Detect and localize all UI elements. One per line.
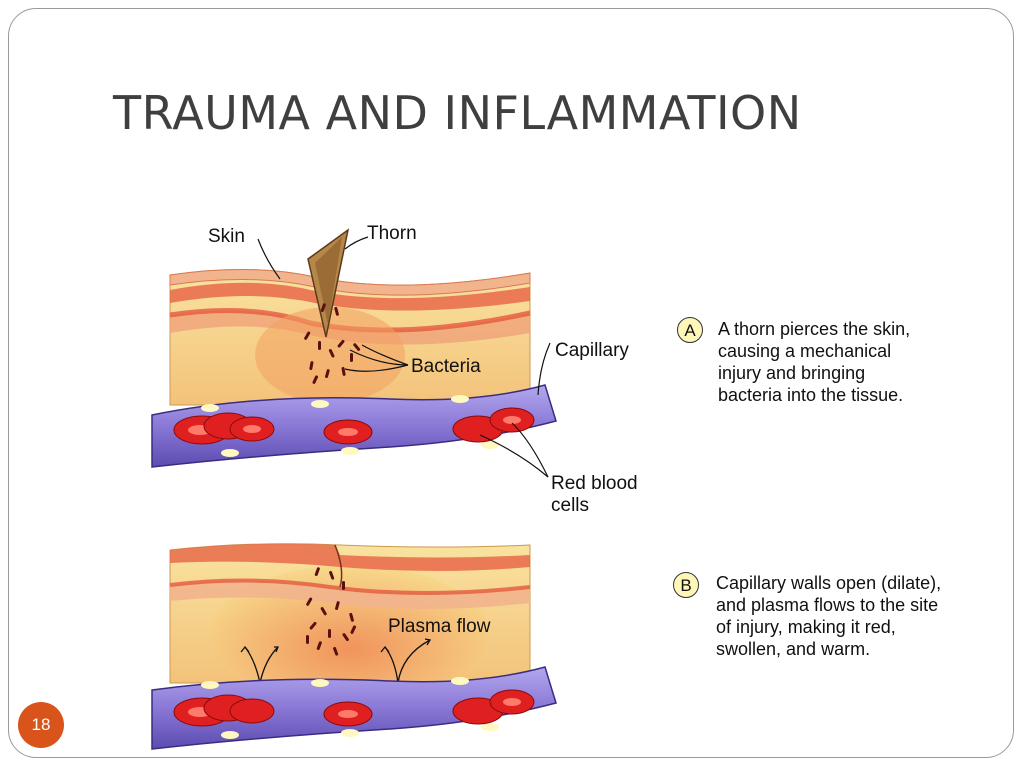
caption-b-line: swollen, and warm. [716,639,871,659]
label-skin: Skin [208,226,245,247]
label-red-blood-cells-line1: Red blood [551,473,638,494]
badge-a: A [677,317,703,343]
caption-a-line: A thorn pierces the skin, [718,319,911,339]
panel-b-tissue [169,543,531,705]
caption-b: Capillary walls open (dilate), and plasm… [716,572,1006,660]
panel-a-tissue [169,268,531,406]
leader-lines-a [257,236,551,478]
inflammation-diagram [151,228,557,750]
bacteria-cluster-a [304,303,361,384]
bacteria-cluster-b [306,567,357,656]
red-blood-cells-a [173,407,535,445]
plasma-flow-arrows [240,638,432,684]
page-number-badge: 18 [18,702,64,748]
label-bacteria: Bacteria [411,356,481,377]
thorn-icon [307,228,350,338]
red-blood-cells-b [173,689,535,727]
label-plasma-flow: Plasma flow [388,616,491,637]
caption-a-line: injury and bringing [718,363,866,383]
label-capillary: Capillary [555,340,629,361]
slide-title: TRAUMA AND INFLAMMATION [113,86,802,140]
caption-a: A thorn pierces the skin, causing a mech… [718,318,988,406]
caption-a-line: bacteria into the tissue. [718,385,904,405]
caption-b-line: of injury, making it red, [716,617,896,637]
label-thorn: Thorn [367,223,417,244]
caption-b-line: and plasma flows to the site [716,595,939,615]
label-red-blood-cells-line2: cells [551,495,590,516]
badge-b: B [673,572,699,598]
caption-a-line: causing a mechanical [718,341,892,361]
caption-b-line: Capillary walls open (dilate), [716,573,942,593]
